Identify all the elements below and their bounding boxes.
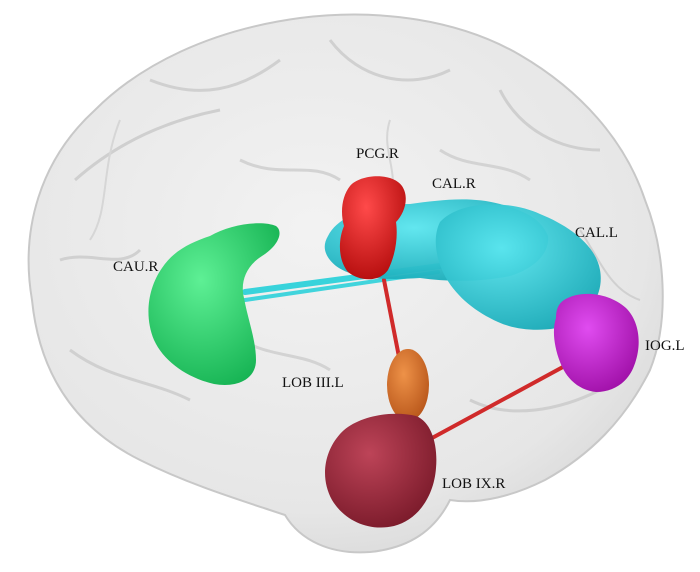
- region-iog-l: [553, 293, 639, 392]
- region-cau-r: [148, 223, 280, 385]
- region-pcg-r: [339, 176, 406, 280]
- label-cau-r: CAU.R: [113, 259, 158, 275]
- label-lob3-l: LOB III.L: [282, 375, 344, 391]
- regions: [148, 176, 639, 528]
- edge-lob9-r-iog-l: [408, 353, 587, 452]
- region-lob9-r: [325, 413, 437, 528]
- label-cal-r: CAL.R: [432, 176, 476, 192]
- region-labels: PCG.R CAL.R CAL.L CAU.R IOG.L LOB III.L …: [113, 146, 685, 492]
- region-cal-l: [435, 204, 601, 330]
- label-lob9-r: LOB IX.R: [442, 476, 505, 492]
- label-cal-l: CAL.L: [575, 225, 618, 241]
- label-pcg-r: PCG.R: [356, 146, 399, 162]
- label-iog-l: IOG.L: [645, 338, 685, 354]
- region-lob3-l: [387, 349, 429, 421]
